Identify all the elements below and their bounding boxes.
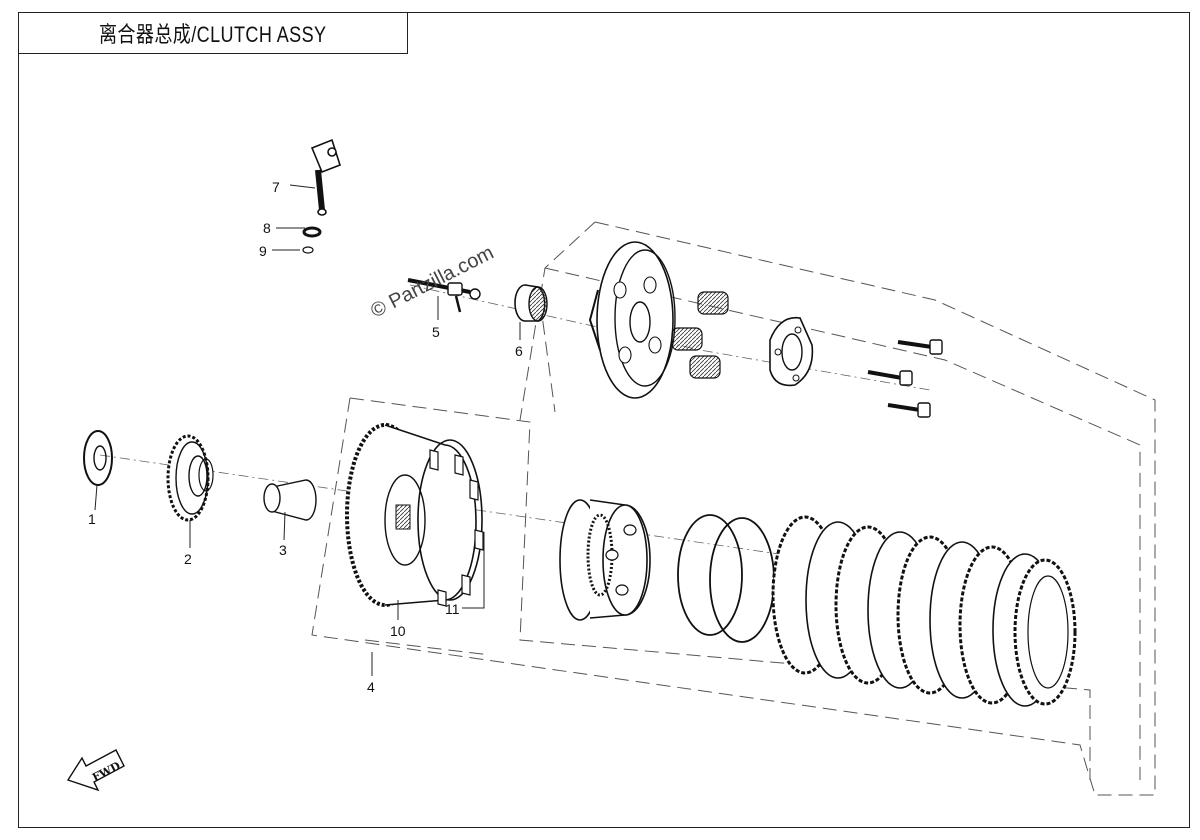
thrust-washer-part[interactable] — [83, 430, 113, 486]
callout-11: 11 — [445, 601, 460, 617]
o-ring-part[interactable] — [302, 226, 322, 238]
spring-retainer-part[interactable] — [769, 316, 814, 387]
clutch-hub-part[interactable] — [559, 499, 651, 621]
callout-labels: 1 2 3 4 5 6 7 8 9 10 11 — [88, 179, 523, 695]
clutch-spring-parts[interactable] — [671, 291, 729, 379]
callout-6: 6 — [515, 343, 523, 359]
assembly-outline — [311, 221, 1156, 796]
callout-3: 3 — [279, 542, 287, 558]
callout-5: 5 — [432, 324, 440, 340]
callout-9: 9 — [259, 243, 267, 259]
diagram-frame — [18, 12, 1190, 828]
watermark-text: © Partzilla.com — [367, 242, 497, 323]
clutch-plate-stack[interactable] — [771, 515, 1077, 707]
leader-lines — [94, 184, 521, 676]
fwd-arrow-icon: FWD — [66, 749, 125, 792]
small-washer-part[interactable] — [302, 246, 314, 254]
clutch-housing-part[interactable] — [345, 423, 484, 607]
callout-4: 4 — [367, 679, 375, 695]
release-shaft-part[interactable] — [310, 138, 341, 216]
page-title: 离合器总成/CLUTCH ASSY — [98, 21, 327, 47]
callout-7: 7 — [272, 179, 280, 195]
callout-10: 10 — [390, 623, 406, 639]
bearing-part[interactable] — [514, 284, 548, 322]
callout-8: 8 — [263, 220, 271, 236]
bushing-part[interactable] — [263, 479, 317, 521]
push-rod-part[interactable] — [407, 278, 481, 313]
primary-gear-part[interactable] — [166, 434, 214, 522]
callout-1: 1 — [88, 511, 96, 527]
pressure-plate-part[interactable] — [588, 241, 676, 399]
callout-2: 2 — [184, 551, 192, 567]
bolt-parts[interactable] — [867, 339, 943, 418]
title-box: 离合器总成/CLUTCH ASSY — [18, 12, 408, 54]
wire-ring-parts[interactable] — [677, 514, 775, 643]
